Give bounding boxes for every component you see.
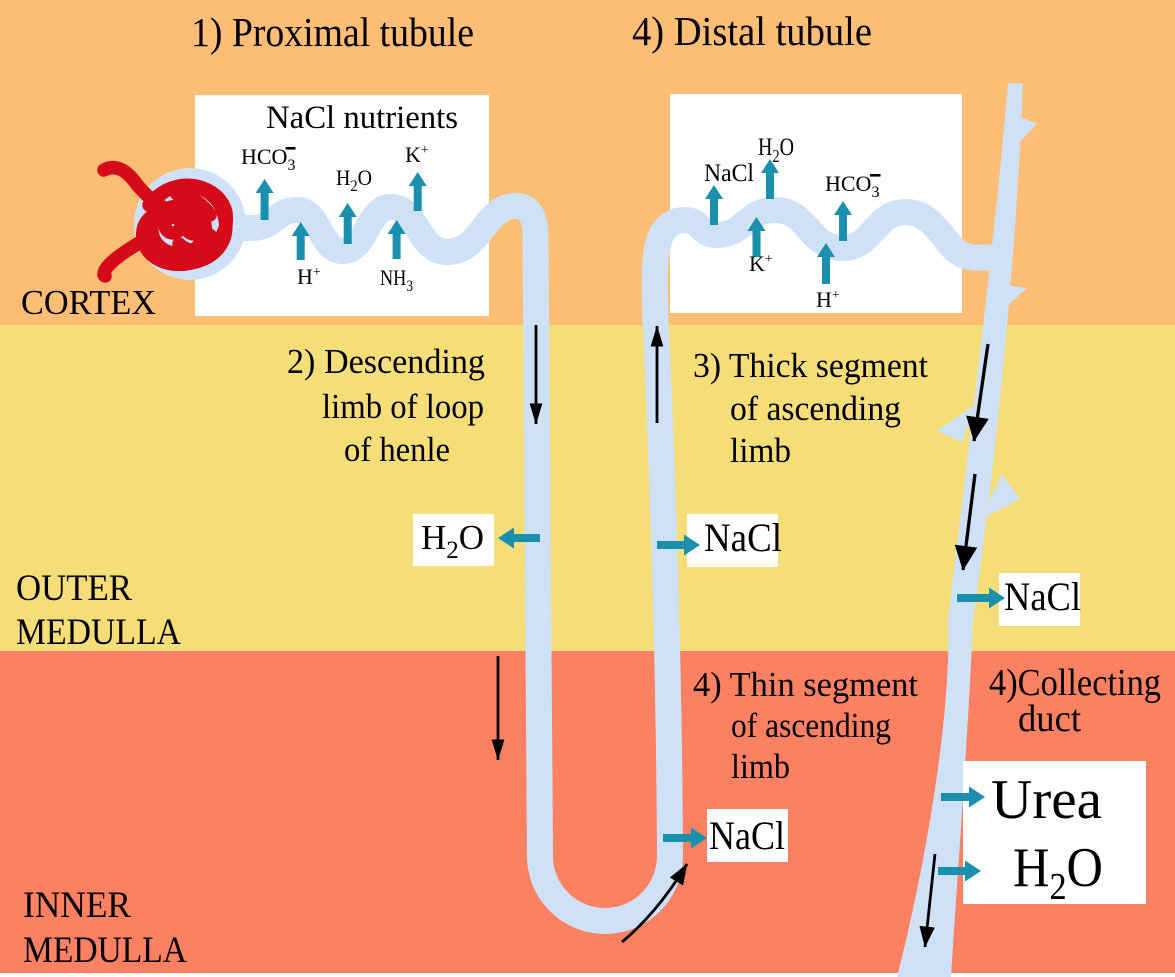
- svg-text:NaCl: NaCl: [1004, 574, 1081, 619]
- svg-text:of ascending: of ascending: [731, 706, 891, 745]
- svg-text:MEDULLA: MEDULLA: [23, 930, 187, 971]
- svg-text:Urea: Urea: [991, 769, 1102, 831]
- svg-text:OUTER: OUTER: [16, 568, 132, 609]
- svg-text:3) Thick segment: 3) Thick segment: [693, 346, 928, 385]
- svg-text:limb: limb: [730, 431, 791, 470]
- svg-text:duct: duct: [1018, 698, 1081, 740]
- svg-text:2) Descending: 2) Descending: [287, 342, 485, 381]
- svg-text:of henle: of henle: [344, 430, 450, 469]
- svg-text:4) Distal tubule: 4) Distal tubule: [632, 8, 872, 54]
- svg-text:4) Thin segment: 4) Thin segment: [693, 665, 918, 704]
- svg-text:CORTEX: CORTEX: [21, 283, 156, 322]
- svg-text:limb: limb: [731, 747, 790, 786]
- svg-text:NaCl: NaCl: [704, 515, 782, 560]
- svg-text:NaCl nutrients: NaCl nutrients: [266, 100, 458, 136]
- svg-text:of ascending: of ascending: [730, 389, 901, 428]
- svg-text:4)Collecting: 4)Collecting: [989, 662, 1161, 704]
- svg-text:limb of loop: limb of loop: [322, 387, 484, 426]
- svg-text:INNER: INNER: [23, 885, 131, 926]
- svg-text:NaCl: NaCl: [709, 813, 785, 858]
- svg-text:NaCl: NaCl: [704, 160, 754, 187]
- svg-text:1) Proximal tubule: 1) Proximal tubule: [191, 9, 474, 55]
- svg-text:MEDULLA: MEDULLA: [16, 612, 181, 653]
